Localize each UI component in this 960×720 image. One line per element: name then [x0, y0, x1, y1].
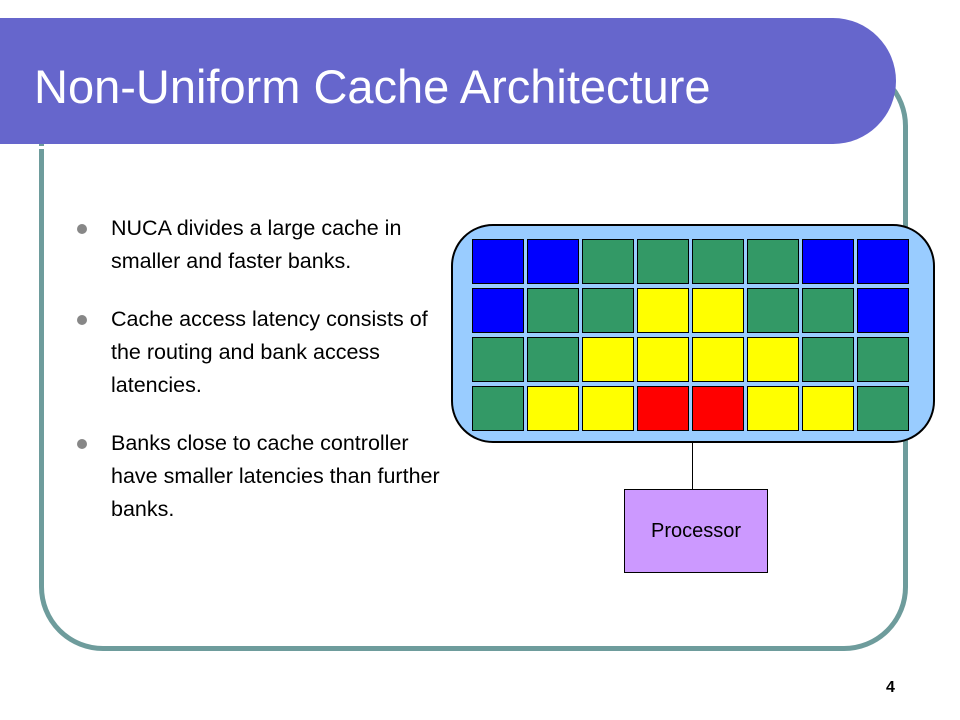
cache-bank	[527, 386, 579, 431]
cache-bank	[472, 239, 524, 284]
cache-bank	[472, 337, 524, 382]
cache-bank	[802, 239, 854, 284]
page-number: 4	[886, 679, 895, 696]
cache-bank	[582, 386, 634, 431]
cache-bank	[857, 288, 909, 333]
bullet-dot-icon	[77, 224, 87, 234]
cache-bank	[857, 239, 909, 284]
processor-box: Processor	[624, 489, 768, 573]
cache-bank	[692, 386, 744, 431]
cache-bank	[637, 288, 689, 333]
cache-bank	[802, 386, 854, 431]
cache-bank	[747, 337, 799, 382]
bullet-text: NUCA divides a large cache in smaller an…	[111, 216, 402, 273]
cache-bank	[527, 288, 579, 333]
bullet-dot-icon	[77, 439, 87, 449]
bullet-list: NUCA divides a large cache in smaller an…	[74, 212, 454, 551]
cache-bank	[637, 239, 689, 284]
cache-bank	[637, 337, 689, 382]
processor-connector-line	[692, 443, 693, 489]
cache-bank	[472, 386, 524, 431]
bullet-text: Banks close to cache controller have sma…	[111, 431, 440, 521]
cache-bank	[692, 337, 744, 382]
cache-bank	[857, 386, 909, 431]
cache-bank	[857, 337, 909, 382]
bullet-dot-icon	[77, 315, 87, 325]
cache-bank	[582, 337, 634, 382]
cache-bank	[582, 239, 634, 284]
cache-bank	[692, 288, 744, 333]
cache-bank	[527, 239, 579, 284]
cache-bank	[802, 288, 854, 333]
cache-bank	[802, 337, 854, 382]
bullet-item: NUCA divides a large cache in smaller an…	[74, 212, 454, 278]
nuca-cache	[451, 224, 935, 443]
cache-bank	[692, 239, 744, 284]
cache-bank	[747, 239, 799, 284]
cache-bank	[472, 288, 524, 333]
cache-bank	[747, 386, 799, 431]
slide-title: Non-Uniform Cache Architecture	[34, 60, 711, 113]
cache-bank	[582, 288, 634, 333]
bullet-text: Cache access latency consists of the rou…	[111, 307, 428, 397]
bullet-item: Banks close to cache controller have sma…	[74, 427, 454, 526]
cache-bank	[527, 337, 579, 382]
cache-bank	[637, 386, 689, 431]
title-bar: Non-Uniform Cache Architecture	[0, 18, 896, 149]
cache-bank	[747, 288, 799, 333]
title-underline	[0, 146, 848, 149]
bank-grid	[472, 239, 909, 431]
bullet-item: Cache access latency consists of the rou…	[74, 303, 454, 402]
